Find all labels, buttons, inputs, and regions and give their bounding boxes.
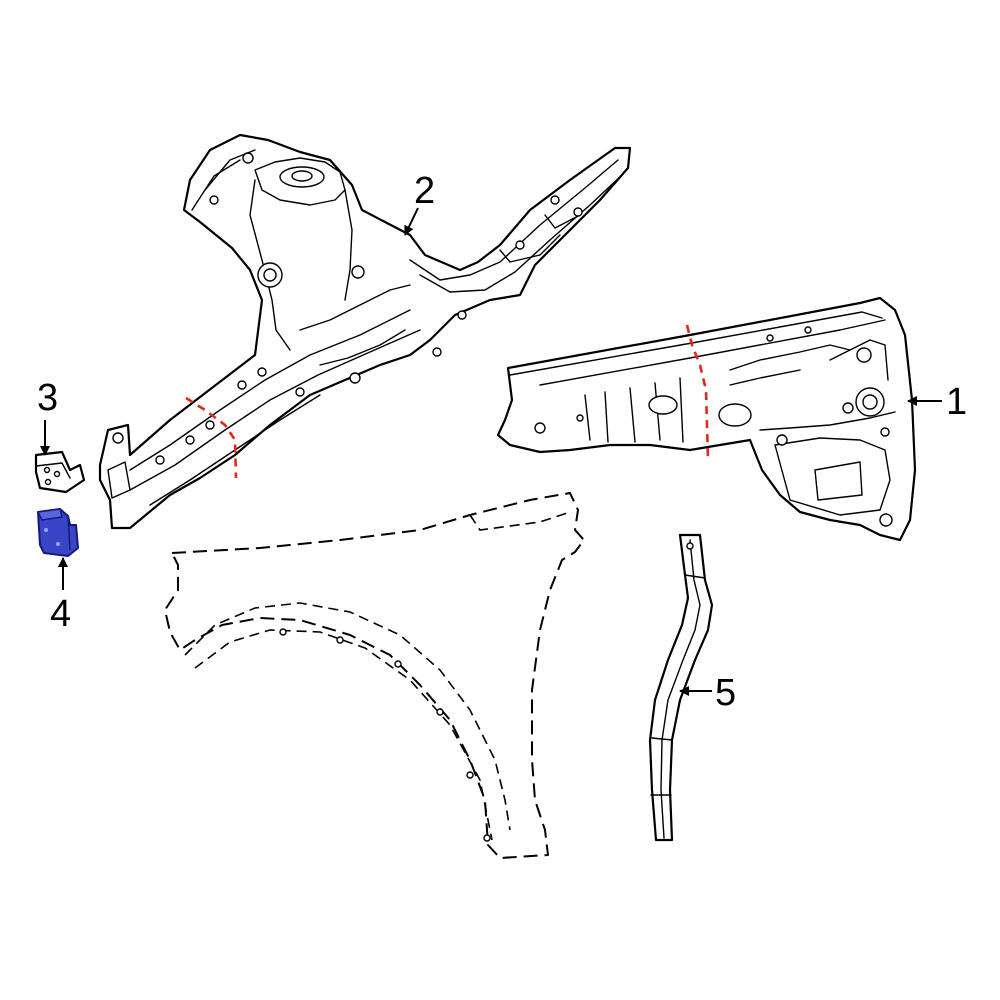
cut-line-wheelhouse (685, 324, 710, 461)
callout-2-arrow (404, 207, 419, 236)
apron-rail-assembly-part[interactable] (98, 133, 632, 530)
inner-wheelhouse-part[interactable] (496, 296, 917, 542)
fender-outline (164, 492, 585, 859)
callout-2-label: 2 (414, 170, 435, 212)
reinforcement-bracket-part[interactable] (648, 533, 714, 842)
callout-4-label: 4 (50, 593, 71, 635)
callout-1-label: 1 (946, 381, 967, 423)
callout-5-label: 5 (715, 672, 736, 714)
cut-line-rail (185, 396, 238, 479)
small-bracket-part-3[interactable] (34, 450, 86, 494)
callout-3-label: 3 (37, 377, 58, 419)
highlighted-bracket-part-4[interactable] (36, 508, 79, 557)
